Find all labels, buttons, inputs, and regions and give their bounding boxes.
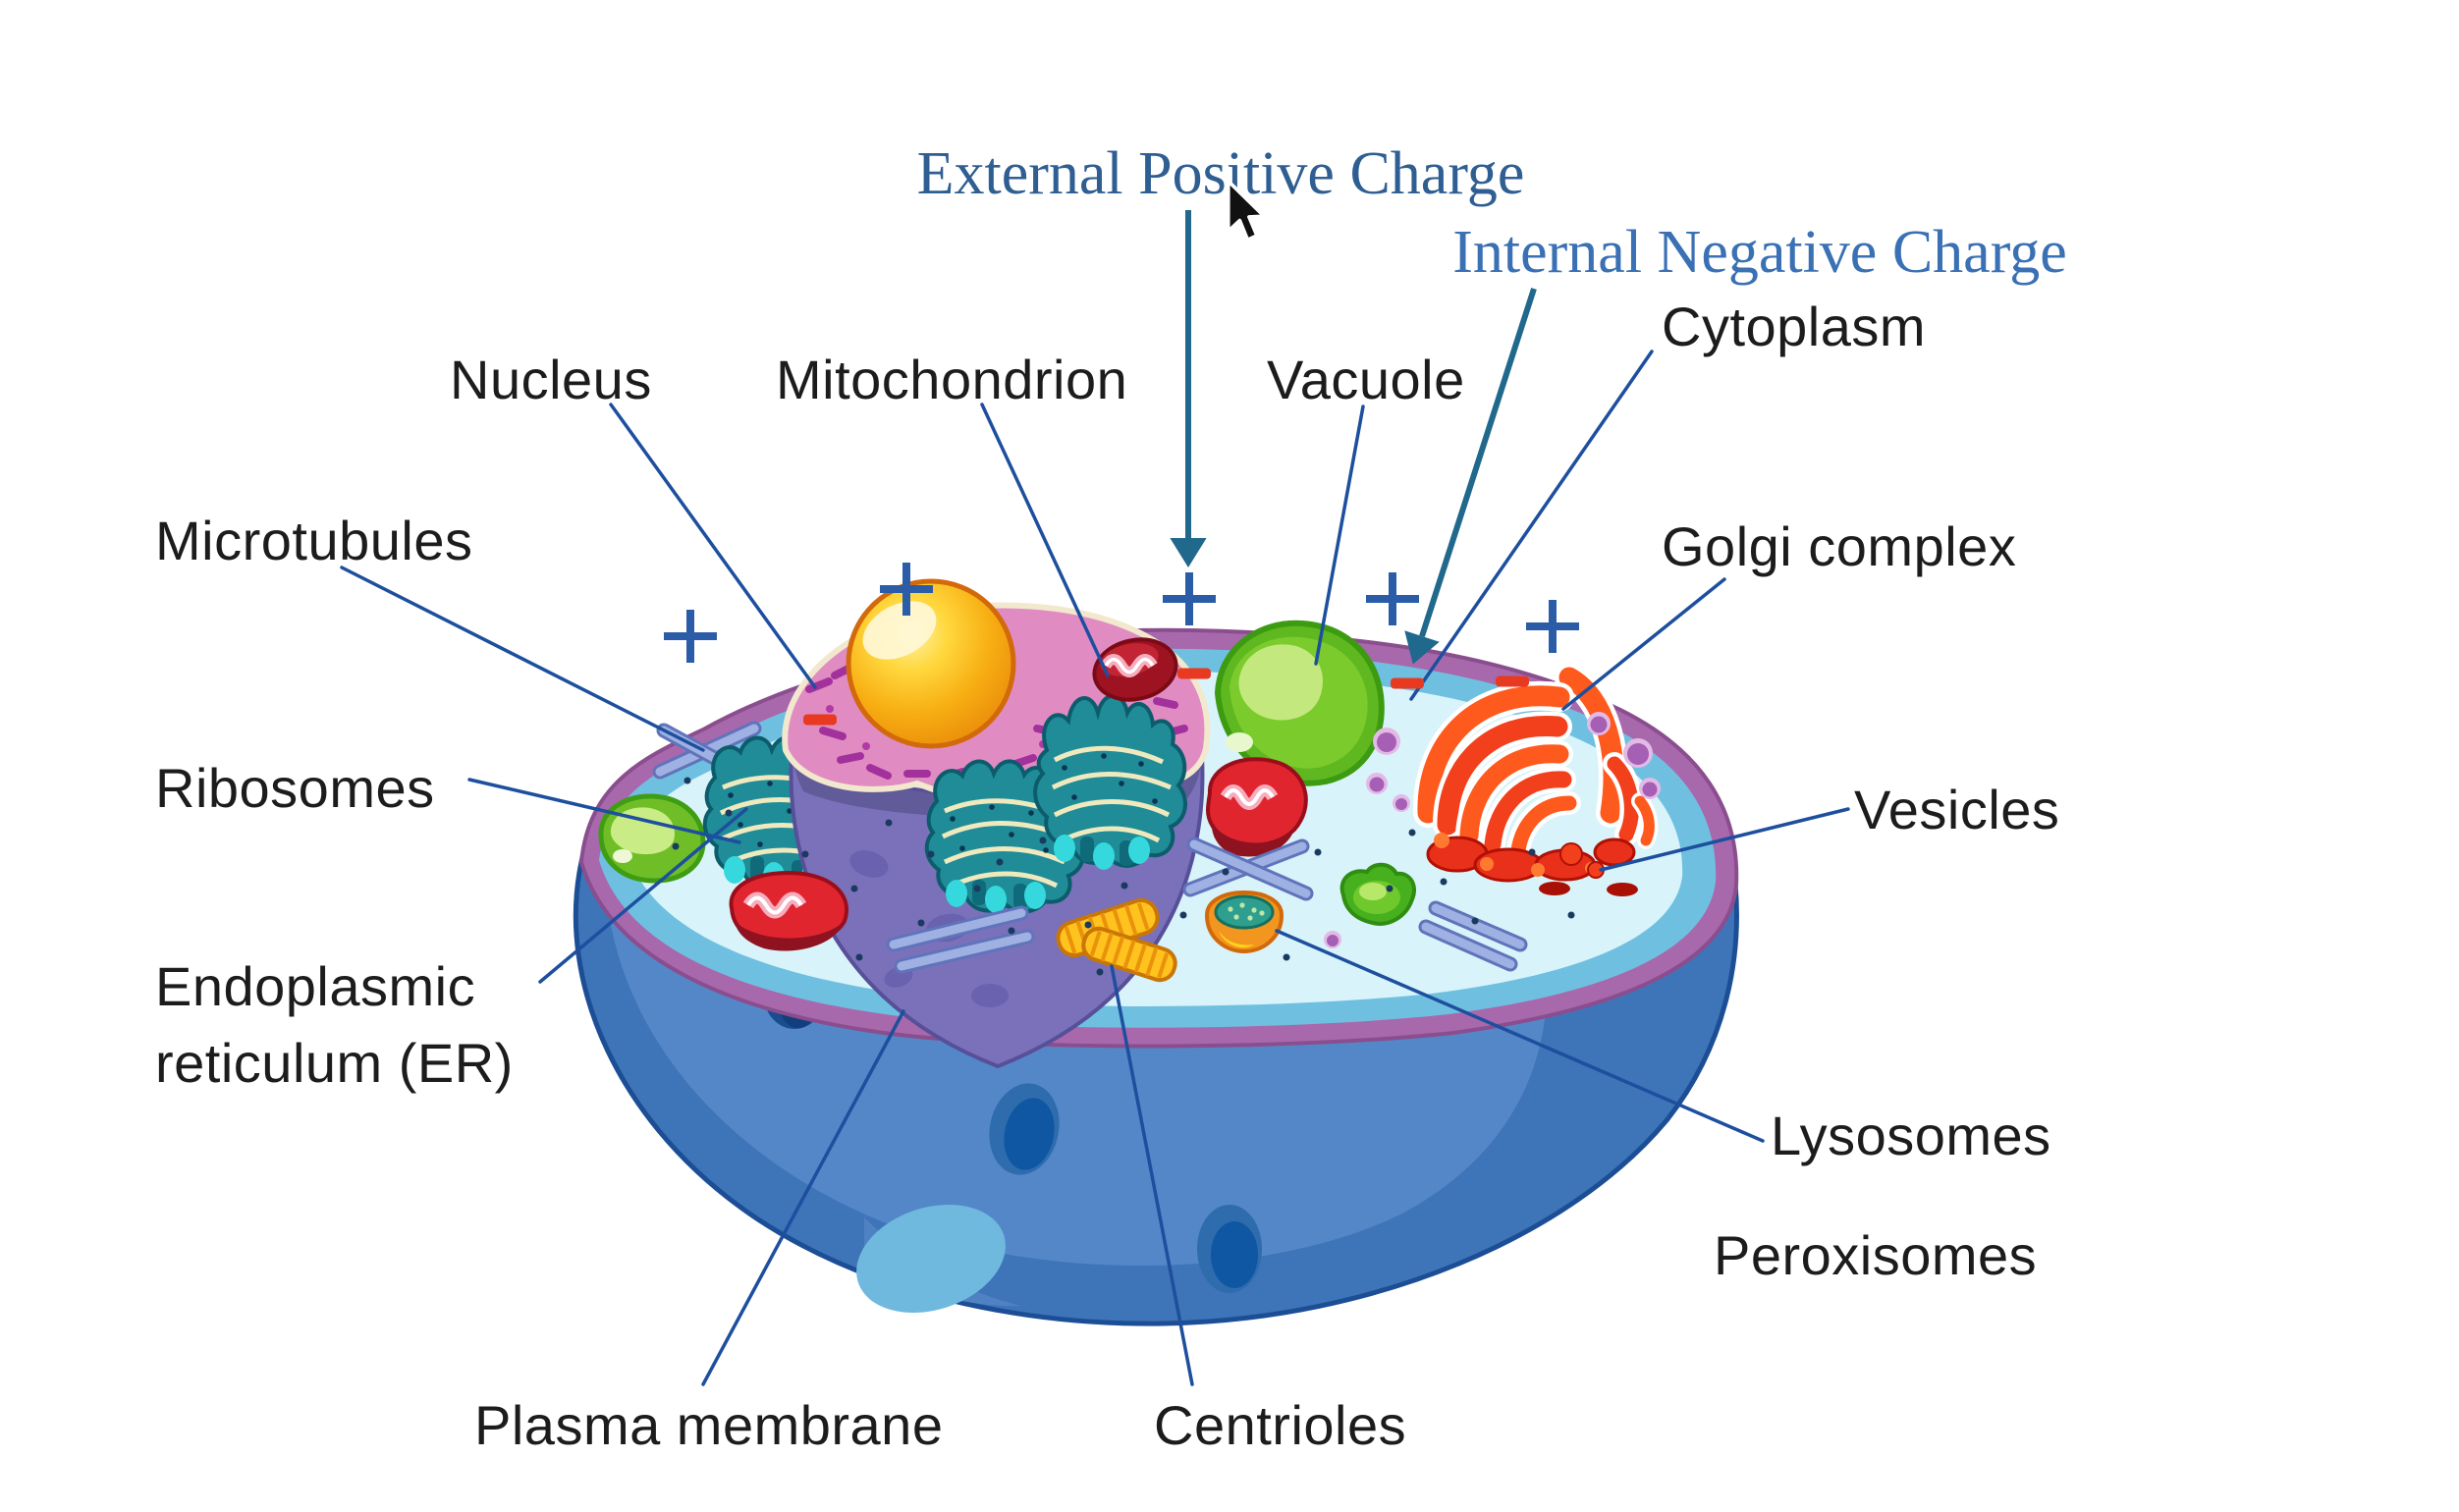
centrioles-art (1056, 897, 1177, 983)
nucleus-line (609, 403, 817, 689)
mitochondrion-left (729, 871, 848, 951)
label-mitochondrion-line1: Mitochondrion (776, 349, 1128, 410)
label-ribosomes-line1: Ribosomes (155, 757, 435, 819)
label-vacuole: Vacuole (1267, 342, 1465, 418)
plus-sign-4 (1366, 572, 1419, 625)
label-peroxisomes: Peroxisomes (1714, 1217, 2037, 1294)
ribosomes-line (467, 778, 741, 844)
lysosomes-line (1275, 929, 1765, 1143)
internal-negative-arrow-head (1404, 630, 1440, 665)
endoplasmic-reticulum-right (1033, 693, 1187, 870)
microtubules-extra (886, 837, 1528, 974)
label-vesicles: Vesicles (1854, 772, 2059, 848)
label-microtubules: Microtubules (155, 503, 472, 579)
label-lysosomes: Lysosomes (1771, 1098, 2051, 1174)
label-nucleus: Nucleus (450, 342, 652, 418)
title-internal-negative-charge: Internal Negative Charge (1452, 219, 2067, 286)
mouse-cursor (1226, 179, 1267, 243)
label-nucleus-line1: Nucleus (450, 349, 652, 410)
label-cytoplasm: Cytoplasm (1662, 289, 1926, 365)
ribosome-dots (672, 777, 1575, 976)
label-lysosomes-line1: Lysosomes (1771, 1105, 2051, 1166)
lysosome-art (1204, 890, 1284, 954)
cytoplasm-line (1409, 350, 1654, 701)
label-golgi-complex: Golgi complex (1662, 509, 2016, 585)
label-plasma-membrane: Plasma membrane (474, 1387, 943, 1464)
label-endoplasmic-reticulum-line2: reticulum (ER) (155, 1032, 514, 1094)
plasma-membrane-line (701, 1009, 905, 1386)
internal-negative-arrow (1419, 288, 1537, 637)
microtubules-line (340, 566, 705, 752)
cell-bowl (573, 854, 1739, 1326)
minus-sign-1 (803, 714, 837, 726)
minus-sign-2 (1177, 668, 1211, 679)
label-golgi-complex-line1: Golgi complex (1662, 515, 2017, 577)
label-vesicles-line1: Vesicles (1854, 779, 2060, 840)
vesicles-line (1599, 807, 1850, 872)
label-centrioles: Centrioles (1154, 1387, 1406, 1464)
label-centrioles-line1: Centrioles (1154, 1394, 1407, 1456)
label-plasma-membrane-line1: Plasma membrane (474, 1394, 944, 1456)
label-vacuole-line1: Vacuole (1267, 349, 1465, 410)
label-cytoplasm-line1: Cytoplasm (1662, 296, 1927, 357)
minus-sign-4 (1496, 675, 1529, 687)
title-external-positive-charge: External Positive Charge (916, 140, 1525, 207)
label-mitochondrion: Mitochondrion (776, 342, 1127, 418)
label-microtubules-line1: Microtubules (155, 510, 473, 571)
minus-sign-3 (1391, 677, 1424, 689)
label-ribosomes: Ribosomes (155, 750, 435, 827)
external-positive-arrow-head (1170, 538, 1207, 567)
mitochondrion-line (980, 403, 1110, 677)
label-peroxisomes-line1: Peroxisomes (1714, 1224, 2038, 1286)
label-endoplasmic-reticulum-line1: Endoplasmic (155, 955, 476, 1017)
golgi-complex-line (1561, 577, 1726, 711)
plus-sign-5 (1526, 600, 1579, 653)
centrioles-line (1110, 964, 1194, 1386)
endoplasmic-reticulum-line (538, 807, 748, 984)
vesicles-peroxisomes (1324, 712, 1661, 948)
mitochondrion-top (1092, 637, 1178, 702)
mitochondrion-center (1206, 757, 1308, 857)
vacuole-line (1314, 405, 1365, 666)
plus-sign-3 (1163, 572, 1216, 625)
plus-sign-1 (664, 610, 717, 663)
label-endoplasmic-reticulum: Endoplasmic reticulum (ER) (155, 948, 514, 1102)
plus-sign-2 (880, 563, 933, 616)
